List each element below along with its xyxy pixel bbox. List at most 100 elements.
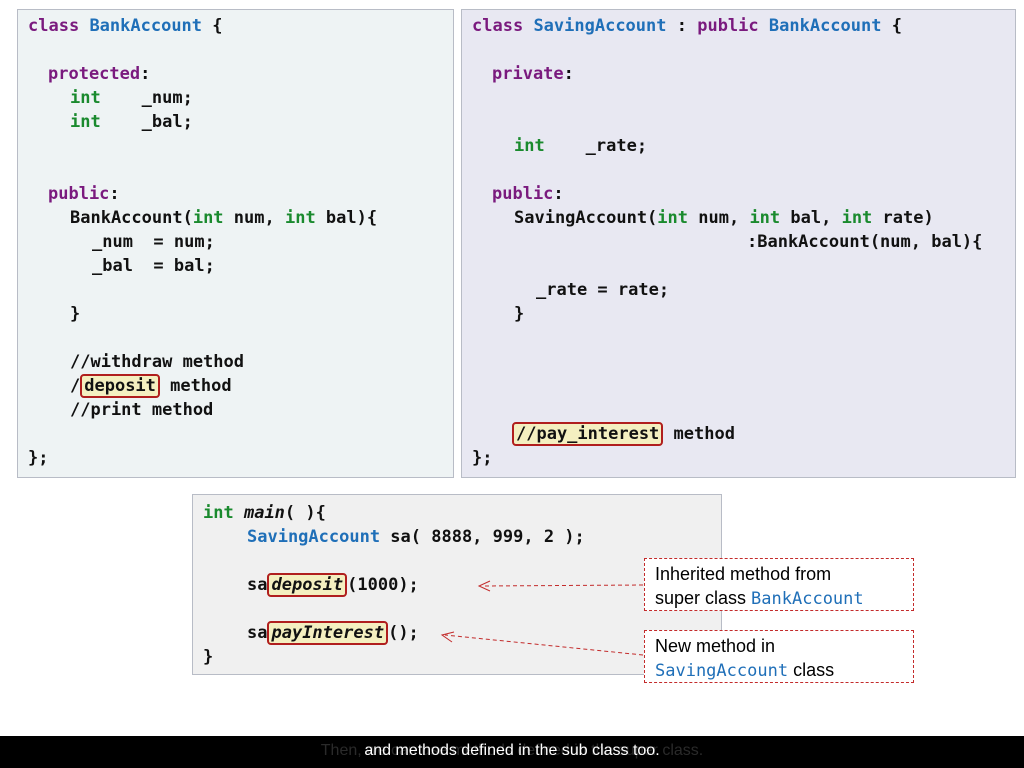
arrow-inherited <box>481 584 644 587</box>
code-line: private: <box>492 63 574 85</box>
note-class-name: BankAccount <box>751 589 864 609</box>
code-text: / <box>70 376 81 396</box>
code-line: //print method <box>70 400 214 420</box>
highlight-deposit-call: deposit <box>267 573 348 597</box>
code-line: class SavingAccount : public BankAccount… <box>472 15 902 37</box>
code-line: _bal = bal; <box>92 256 215 276</box>
keyword: public <box>48 184 110 204</box>
code-text: bal, <box>780 208 842 228</box>
code-text: : <box>666 16 698 36</box>
code-text: sa( 8888, 999, 2 ); <box>380 527 585 547</box>
code-line: int main( ){ <box>203 502 326 524</box>
code-text: num, <box>223 208 285 228</box>
code-text: _bal; <box>100 112 193 132</box>
code-line: :BankAccount(num, bal){ <box>747 232 983 252</box>
arrowhead-new-method <box>440 631 455 643</box>
keyword: private <box>492 64 564 84</box>
code-line: /deposit method <box>70 374 232 398</box>
type: int <box>70 88 101 108</box>
type: int <box>657 208 689 228</box>
code-text: method <box>663 424 735 444</box>
code-line: protected: <box>48 63 150 85</box>
code-line: //pay_interest method <box>512 422 735 446</box>
code-text: BankAccount( <box>70 208 193 228</box>
code-text: num, <box>688 208 750 228</box>
code-text: _num; <box>100 88 193 108</box>
note-text: super class <box>655 588 752 608</box>
code-line: public: <box>492 183 564 205</box>
caption-text: and methods defined in the sub class too… <box>364 742 660 759</box>
note-text: Inherited method from <box>655 564 832 584</box>
highlight-pay-interest: //pay_interest <box>512 422 664 446</box>
type: int <box>70 112 101 132</box>
code-text: sa <box>247 623 268 643</box>
code-text: : <box>109 184 120 204</box>
class-name: BankAccount <box>768 16 882 36</box>
caption-bar: Then, we can use methods defined in the … <box>0 736 1024 768</box>
highlight-deposit: deposit <box>80 374 160 398</box>
note-text: New method in <box>655 636 776 656</box>
code-line: }; <box>472 448 493 468</box>
code-line: int _bal; <box>70 111 193 133</box>
class-name: SavingAccount <box>247 527 381 547</box>
code-text: (1000); <box>347 575 419 595</box>
keyword: public <box>492 184 554 204</box>
note-text: super class BankAccount <box>655 586 903 611</box>
code-text: bal){ <box>315 208 378 228</box>
class-name: SavingAccount <box>533 16 667 36</box>
note-class-name: SavingAccount <box>655 661 789 681</box>
code-line: }; <box>28 448 49 468</box>
keyword: public <box>697 16 759 36</box>
type: int <box>749 208 781 228</box>
code-text: : <box>553 184 564 204</box>
code-line: _num = num; <box>92 232 215 252</box>
function-name: main <box>243 503 285 523</box>
arrow-new-method <box>444 634 644 656</box>
code-text: : <box>563 64 574 84</box>
code-line: SavingAccount sa( 8888, 999, 2 ); <box>247 526 585 548</box>
note-text: class <box>788 660 835 680</box>
code-text: : <box>140 64 151 84</box>
sub-class-code-panel: class SavingAccount : public BankAccount… <box>461 9 1016 478</box>
code-text: ( ){ <box>284 503 326 523</box>
code-text: rate) <box>872 208 934 228</box>
code-line: } <box>70 304 81 324</box>
type: int <box>203 503 234 523</box>
code-text: { <box>202 16 223 36</box>
code-line: SavingAccount(int num, int bal, int rate… <box>514 207 934 229</box>
code-text: sa <box>247 575 268 595</box>
note-new-method: New method in SavingAccount class <box>644 630 914 683</box>
code-line: class BankAccount { <box>28 15 223 37</box>
code-text: method <box>159 376 232 396</box>
code-line: } <box>514 304 525 324</box>
code-text: _rate; <box>544 136 648 156</box>
code-line: public: <box>48 183 120 205</box>
highlight-pay-interest-call: payInterest <box>267 621 389 645</box>
code-line: BankAccount(int num, int bal){ <box>70 207 377 229</box>
note-text: SavingAccount class <box>655 658 903 683</box>
code-line: } <box>203 647 214 667</box>
keyword: class <box>28 16 80 36</box>
caption-fading-text: Then, we can use methods defined in the … <box>320 742 704 759</box>
keyword: class <box>472 16 524 36</box>
note-inherited-method: Inherited method from super class BankAc… <box>644 558 914 611</box>
type: int <box>841 208 873 228</box>
base-class-code-panel: class BankAccount { protected: int _num;… <box>17 9 454 478</box>
keyword: protected <box>48 64 141 84</box>
code-line: int _num; <box>70 87 193 109</box>
arrowhead-inherited <box>477 580 491 592</box>
code-line: //withdraw method <box>70 352 244 372</box>
type: int <box>192 208 224 228</box>
class-name: BankAccount <box>89 16 203 36</box>
code-text: SavingAccount( <box>514 208 658 228</box>
main-function-code-panel: int main( ){ SavingAccount sa( 8888, 999… <box>192 494 722 675</box>
code-text: { <box>881 16 902 36</box>
code-line: _rate = rate; <box>536 280 670 300</box>
type: int <box>284 208 316 228</box>
type: int <box>514 136 545 156</box>
code-line: int _rate; <box>514 135 647 157</box>
code-text: (); <box>388 623 419 643</box>
